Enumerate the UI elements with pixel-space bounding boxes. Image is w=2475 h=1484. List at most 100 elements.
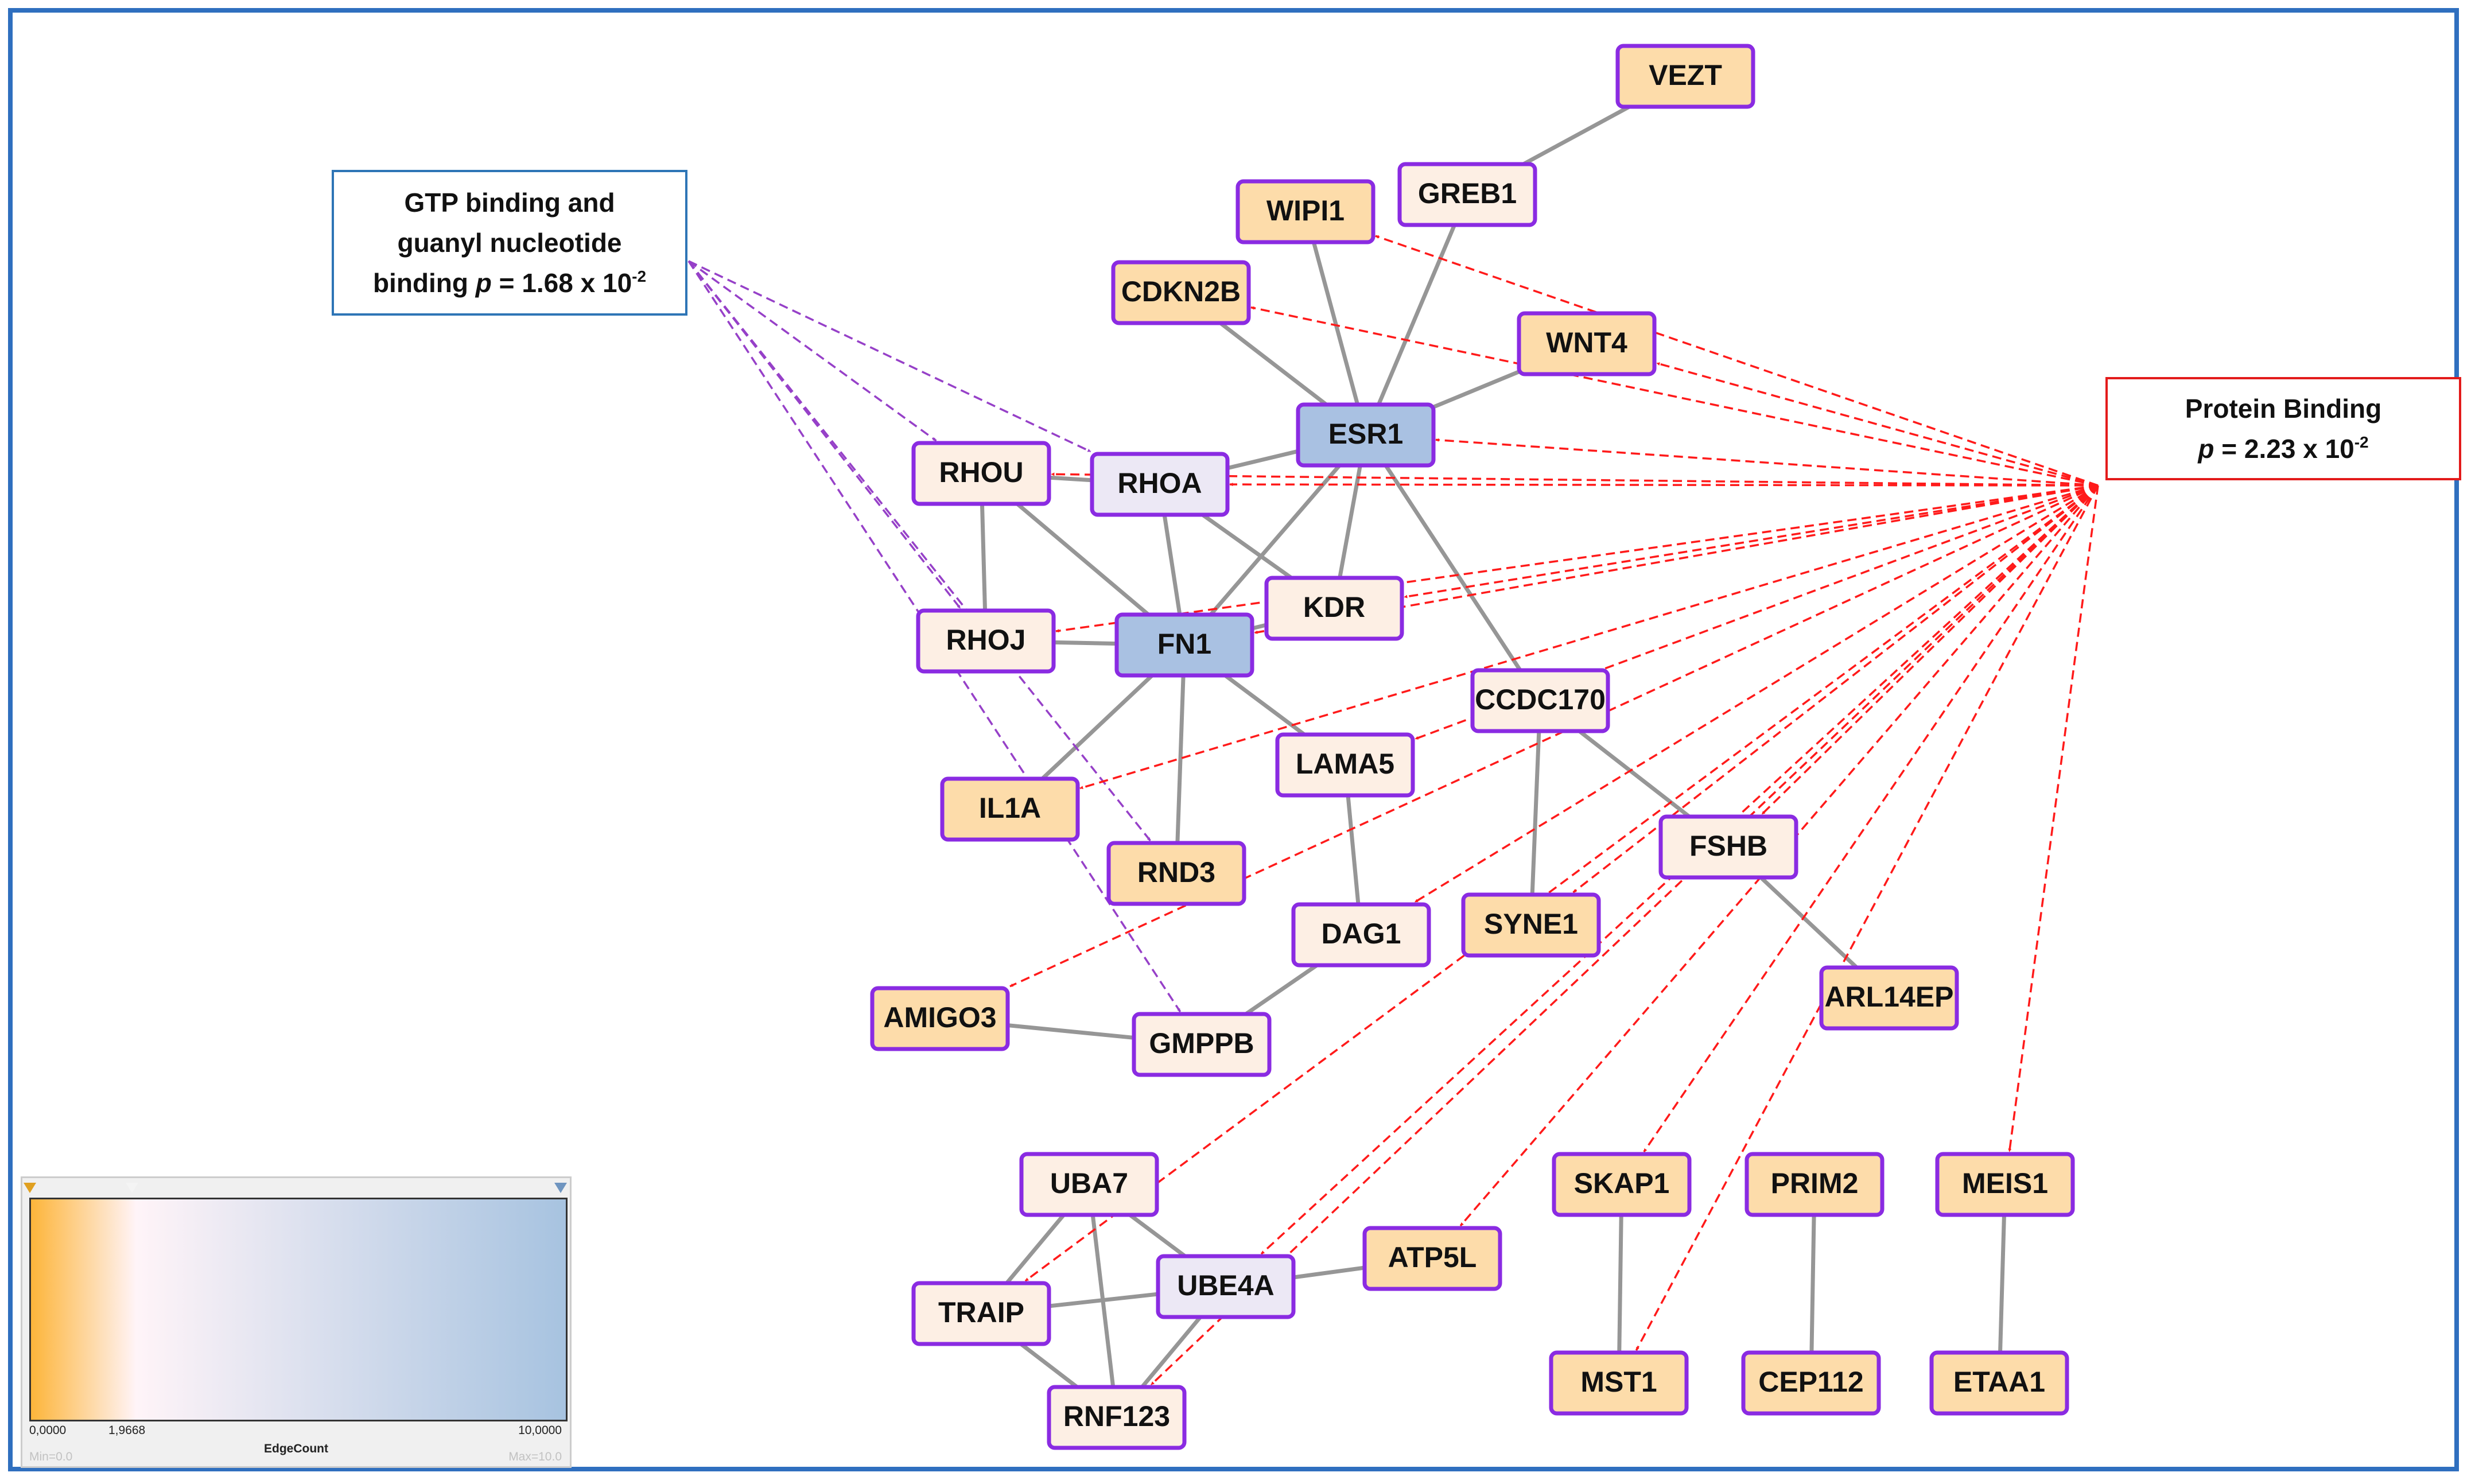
node-rhoj[interactable]: RHOJ: [916, 608, 1056, 674]
node-label: ARL14EP: [1824, 981, 1953, 1013]
node-greb1[interactable]: GREB1: [1397, 162, 1537, 227]
node-il1a[interactable]: IL1A: [940, 776, 1080, 842]
legend-handle-max[interactable]: [554, 1183, 567, 1193]
node-kdr[interactable]: KDR: [1264, 576, 1404, 641]
protein-arrow-skap1: [1643, 485, 2099, 1152]
node-wnt4[interactable]: WNT4: [1517, 311, 1657, 376]
protein-arrow-rhoj: [1055, 484, 2099, 633]
node-skap1[interactable]: SKAP1: [1552, 1152, 1692, 1217]
gtp-binding-annotation: GTP binding and guanyl nucleotide bindin…: [332, 170, 687, 316]
node-label: RHOJ: [946, 624, 1026, 656]
node-cep112[interactable]: CEP112: [1741, 1350, 1881, 1416]
node-fn1[interactable]: FN1: [1114, 612, 1254, 678]
node-mst1[interactable]: MST1: [1549, 1350, 1689, 1416]
legend-tick-min: 0,0000: [29, 1424, 67, 1437]
node-fshb[interactable]: FSHB: [1658, 814, 1798, 880]
protein-line-1: Protein Binding: [2185, 394, 2382, 424]
node-wipi1[interactable]: WIPI1: [1235, 179, 1376, 244]
protein-arrow-syne1: [1572, 484, 2099, 893]
edge-wipi1-esr1: [1303, 211, 1368, 436]
node-rhoa[interactable]: RHOA: [1090, 452, 1230, 517]
node-label: MST1: [1580, 1366, 1657, 1398]
node-box: [1470, 668, 1610, 733]
node-vezt[interactable]: VEZT: [1615, 44, 1755, 109]
node-lama5[interactable]: LAMA5: [1275, 732, 1415, 798]
gtp-line-3: binding p = 1.68 x 10-2: [334, 263, 685, 303]
gtp-line-2: guanyl nucleotide: [397, 228, 622, 258]
node-traip[interactable]: TRAIP: [911, 1281, 1051, 1346]
legend-handle-min[interactable]: [24, 1183, 36, 1193]
gtp-arrow-rnd3: [687, 260, 1151, 842]
node-label: CDKN2B: [1121, 275, 1241, 308]
protein-arrow-cdkn2b: [1250, 306, 2099, 487]
node-box: [1132, 1012, 1272, 1077]
node-rnd3[interactable]: RND3: [1106, 841, 1246, 906]
node-box: [1658, 814, 1798, 880]
node-uba7[interactable]: UBA7: [1019, 1152, 1159, 1217]
node-label: CEP112: [1758, 1366, 1863, 1398]
legend-tick-mid: 1,9668: [108, 1424, 146, 1437]
node-dag1[interactable]: DAG1: [1291, 902, 1431, 968]
node-cdkn2b[interactable]: CDKN2B: [1111, 260, 1251, 325]
node-arl14ep[interactable]: ARL14EP: [1819, 965, 1959, 1031]
node-label: TRAIP: [938, 1296, 1024, 1328]
node-box: [1047, 1385, 1187, 1450]
edge-fn1-rnd3: [1174, 644, 1187, 874]
node-box: [870, 986, 1010, 1051]
protein-arrow-rnf123: [1150, 484, 2099, 1386]
edgecount-legend: 0,0000 1,9668 10,0000 EdgeCount Min=0.0 …: [21, 1176, 572, 1468]
node-esr1[interactable]: ESR1: [1296, 402, 1436, 468]
node-rnf123[interactable]: RNF123: [1047, 1385, 1187, 1450]
node-box: [1235, 179, 1376, 244]
node-box: [1296, 402, 1436, 468]
node-meis1[interactable]: MEIS1: [1935, 1152, 2075, 1217]
protein-arrow-wnt4: [1656, 362, 2099, 487]
gtp-p-exponent: -2: [632, 267, 647, 285]
edge-skap1-mst1: [1617, 1184, 1624, 1384]
node-box: [1264, 576, 1404, 641]
legend-handle-mid[interactable]: [126, 1183, 138, 1193]
node-gmppb[interactable]: GMPPB: [1132, 1012, 1272, 1077]
node-syne1[interactable]: SYNE1: [1461, 892, 1601, 958]
node-label: RHOA: [1117, 467, 1202, 499]
node-amigo3[interactable]: AMIGO3: [870, 986, 1010, 1051]
node-box: [911, 441, 1051, 506]
legend-gradient-bar: [29, 1198, 568, 1421]
node-label: UBE4A: [1177, 1269, 1274, 1302]
node-rhou[interactable]: RHOU: [911, 441, 1051, 506]
edge-ccdc170-syne1: [1529, 700, 1542, 926]
node-label: VEZT: [1649, 59, 1722, 91]
node-box: [1111, 260, 1251, 325]
gtp-p-value: = 1.68 x 10: [491, 268, 632, 298]
protein-arrow-dag1: [1414, 484, 2099, 903]
node-label: CCDC170: [1475, 683, 1606, 716]
legend-max-label: Max=10.0: [508, 1450, 562, 1463]
protein-arrow-wipi1: [1375, 235, 2099, 487]
node-ccdc170[interactable]: CCDC170: [1470, 668, 1610, 733]
node-label: LAMA5: [1296, 748, 1394, 780]
node-label: RNF123: [1063, 1400, 1170, 1432]
node-box: [940, 776, 1080, 842]
node-box: [1517, 311, 1657, 376]
legend-title: EdgeCount: [264, 1442, 328, 1455]
node-label: ESR1: [1328, 418, 1404, 450]
protein-arrow-mst1: [1635, 485, 2099, 1351]
edge-prim2-cep112: [1809, 1184, 1817, 1384]
node-box: [916, 608, 1056, 674]
node-box: [1935, 1152, 2075, 1217]
protein-arrow-rhoa: [1229, 483, 2099, 487]
legend-tick-max: 10,0000: [518, 1424, 562, 1437]
legend-min-label: Min=0.0: [29, 1450, 73, 1463]
protein-arrow-il1a: [1079, 484, 2099, 790]
gtp-line-1: GTP binding and: [404, 188, 615, 217]
node-prim2[interactable]: PRIM2: [1744, 1152, 1885, 1217]
protein-binding-annotation: Protein Binding p = 2.23 x 10-2: [2105, 377, 2461, 480]
node-ube4a[interactable]: UBE4A: [1156, 1254, 1296, 1319]
node-atp5l[interactable]: ATP5L: [1362, 1226, 1502, 1291]
node-label: RND3: [1137, 856, 1215, 888]
node-label: IL1A: [979, 792, 1041, 824]
node-etaa1[interactable]: ETAA1: [1929, 1350, 2069, 1416]
diagram-frame: [8, 8, 2459, 1471]
